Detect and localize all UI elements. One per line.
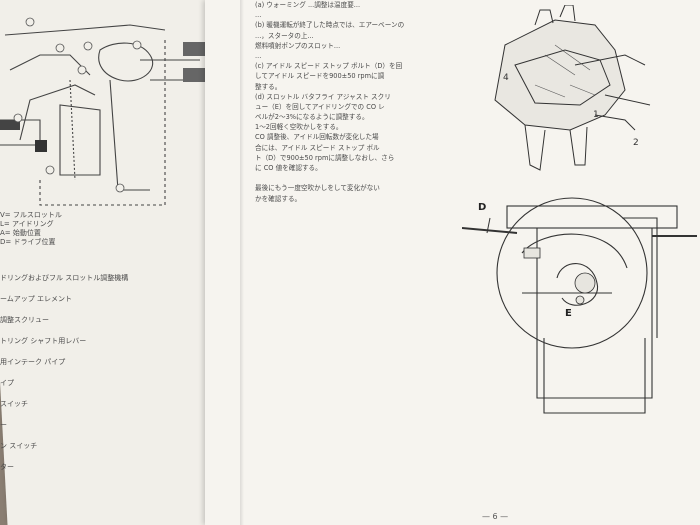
page-fold-shadow [240,0,244,525]
instruction-line: 合には、アイドル スピード ストップ ボル [255,143,380,152]
instruction-line: (d) スロットル バタフライ アジャスト スクリ [255,92,391,101]
part-item: ー [0,421,7,429]
instruction-line: 1～2回軽く空吹かしをする。 [255,123,343,132]
instruction-line: (a) ウォーミング ...調整は温度要... [255,1,361,9]
instruction-line: (c) アイドル スピード ストップ ボルト（D）を回 [255,62,403,71]
part-item: ドリングおよびフル スロットル調整機構 [0,274,129,282]
left-legend: V= フルスロットル L= アイドリング A= 始動位置 D= ドライブ位置 [0,210,160,246]
part-item: ン スイッチ [0,442,38,450]
part-item: トリング シャフト用レバー [0,337,87,345]
instruction-line: 最後にもう一度空吹かしをして変化がない [255,184,380,193]
instruction-line: ベルが2～3%になるように調整する。 [255,113,369,122]
instruction-line: ト（D）で900±50 rpmに調整しなおし、さら [255,153,395,162]
page-number: — 6 — [482,512,509,521]
part-item: 用インテーク パイプ [0,358,66,366]
instruction-line: CO 調整後、アイドル回転数が変化した場 [255,133,379,142]
throttle-body-illustration: D E [462,197,697,414]
instruction-line: 整する。 [255,82,282,91]
legend-item: L= アイドリング [0,220,54,228]
instructions-text: (a) ウォーミング ...調整は温度要... ... (b) 暖機運転が終了し… [255,0,485,204]
part-item: ター [0,463,14,471]
instruction-line: 燃料噴射ポンプのスロット... [255,41,341,50]
legend-item: D= ドライブ位置 [0,238,56,246]
part-item: ームアップ エレメント [0,295,73,303]
label-4: 4 [503,73,509,83]
instruction-line: (b) 暖機運転が終了した時点では、エアーベーンの [255,21,405,30]
label-e: E [565,308,572,319]
instruction-line: ... [255,51,262,60]
instruction-line: かを確認する。 [255,194,302,203]
instruction-line [255,173,485,183]
legend-item: V= フルスロットル [0,211,62,219]
injection-pump-illustration: 4 1 2 [494,5,651,171]
left-schematic-diagram [0,17,208,206]
part-item: スイッチ [0,400,28,408]
left-parts-list: ドリングおよびフル スロットル調整機構 ームアップ エレメント 調整スクリュー … [0,268,210,478]
label-1: 1 [593,110,599,120]
part-item: イプ [0,379,14,387]
part-item: 調整スクリュー [0,316,49,324]
instruction-line: ...，スタータの上... [255,31,314,40]
instruction-line: してアイドル スピードを900±50 rpmに調 [255,72,385,81]
label-2: 2 [633,138,639,148]
instruction-line: に CO 値を確認する。 [255,164,322,172]
label-d: D [478,202,486,213]
legend-item: A= 始動位置 [0,229,41,237]
instruction-line: ュー（E）を回してアイドリングでの CO レ [255,102,385,111]
instruction-line: ... [255,11,262,20]
